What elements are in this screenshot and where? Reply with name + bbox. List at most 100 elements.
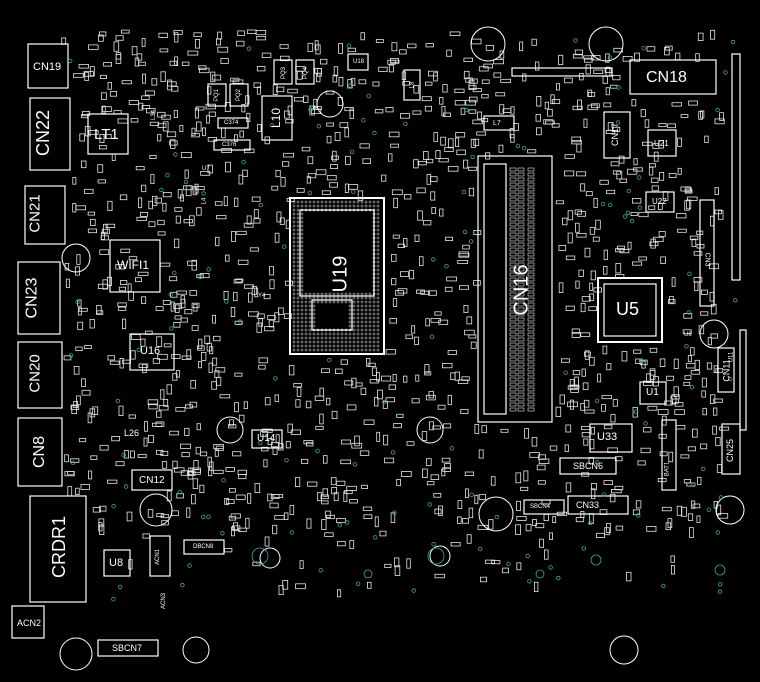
smd-part (701, 390, 706, 398)
smd-part (183, 185, 193, 191)
component-outlines (11, 43, 747, 657)
via (289, 530, 294, 535)
smd-part (685, 363, 696, 369)
smd-part (243, 148, 255, 154)
smd-part (466, 534, 472, 544)
smd-part (285, 441, 291, 449)
smd-part (375, 372, 380, 382)
label-acn2: ACN2 (17, 618, 42, 628)
smd-part (392, 298, 398, 307)
mounting-hole (59, 637, 93, 671)
smd-part (78, 307, 88, 312)
smd-part (101, 228, 110, 235)
smd-part (280, 177, 286, 187)
smd-part (317, 492, 323, 502)
smd-part (659, 171, 665, 181)
smd-part (574, 209, 582, 215)
label-pq2: PQ2 (236, 88, 243, 102)
smd-part (575, 222, 580, 233)
smd-part (682, 329, 692, 335)
smd-part (638, 256, 647, 261)
smd-part (156, 336, 163, 347)
smd-part (227, 424, 237, 429)
smd-part (468, 96, 478, 103)
via (361, 117, 366, 123)
smd-part (295, 583, 306, 590)
via (689, 385, 695, 390)
l7-outline (483, 115, 515, 131)
smd-part (418, 160, 427, 166)
cn23-outline (17, 261, 61, 335)
smd-part (256, 66, 266, 72)
smd-part (649, 241, 659, 247)
smd-part (719, 426, 730, 431)
smd-part (161, 114, 171, 120)
smd-part (212, 357, 218, 366)
smd-part (349, 499, 358, 504)
smd-part (555, 406, 562, 417)
smd-part (215, 367, 226, 373)
smd-part (664, 47, 670, 56)
smd-part (126, 511, 133, 522)
smd-part (535, 523, 545, 529)
smd-part (603, 249, 608, 260)
via (715, 107, 720, 113)
smd-part (174, 238, 180, 249)
smd-part (272, 524, 278, 535)
smd-part (288, 365, 295, 376)
smd-part (592, 236, 600, 242)
smd-part (228, 488, 236, 493)
smd-part (131, 46, 138, 56)
smd-part (615, 525, 624, 531)
smd-part (344, 107, 354, 112)
smd-part (351, 442, 363, 449)
smd-part (249, 247, 259, 252)
smd-part (717, 513, 729, 519)
smd-part (213, 335, 221, 342)
via-ring (590, 554, 602, 566)
smd-part (315, 44, 321, 55)
smd-part (695, 53, 700, 62)
smd-part (643, 427, 652, 433)
via-ring (363, 569, 373, 579)
smd-part (658, 202, 663, 210)
smd-part (555, 200, 565, 205)
smd-part (591, 55, 601, 61)
smd-part (686, 199, 692, 210)
smd-part (406, 558, 411, 569)
smd-part (544, 101, 549, 110)
smd-part (372, 81, 380, 87)
smd-part (483, 63, 493, 69)
smd-part (363, 419, 375, 425)
smd-part (157, 111, 166, 118)
smd-part (671, 394, 680, 400)
smd-part (195, 446, 201, 455)
smd-part (463, 305, 469, 313)
via (115, 398, 120, 404)
via (165, 172, 170, 178)
smd-part (289, 505, 295, 515)
smd-part (680, 114, 689, 118)
smd-part (422, 468, 428, 479)
smd-part (385, 107, 394, 113)
smd-part (172, 373, 178, 381)
smd-part (677, 228, 687, 233)
smd-part (411, 325, 416, 334)
smd-part (194, 107, 199, 119)
mounting-hole (429, 545, 451, 567)
smd-part (696, 515, 701, 523)
smd-part (174, 315, 182, 320)
smd-part (701, 289, 708, 295)
smd-part (425, 394, 436, 401)
acn2-outline (11, 605, 45, 639)
smd-part (391, 278, 397, 286)
smd-part (281, 161, 290, 167)
smd-part (290, 429, 302, 435)
cn16-slot-outer (477, 155, 553, 423)
via (197, 274, 203, 280)
smd-part (234, 372, 243, 377)
via (431, 257, 436, 262)
smd-part (478, 494, 486, 500)
smd-part (257, 124, 262, 132)
